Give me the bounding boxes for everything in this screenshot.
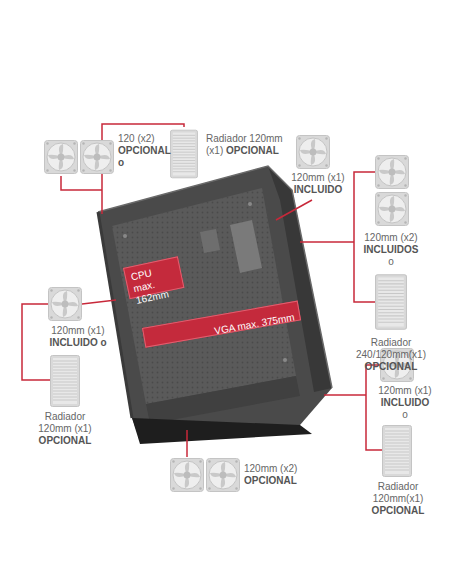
radiator-icon — [170, 130, 197, 178]
callout-text: Radiador 240/120mm(x1)OPCIONAL — [345, 337, 437, 373]
case-frame — [98, 166, 332, 440]
spec-label: INCLUIDO — [381, 397, 429, 408]
psu-shroud — [146, 376, 300, 424]
callout-text: 120mm (x1)INCLUIDO o — [36, 325, 120, 349]
spec-label: 120 (x2) — [118, 133, 155, 144]
spec-label: o — [388, 256, 394, 267]
spec-label: INCLUIDOS — [364, 244, 419, 255]
cutout — [200, 229, 220, 253]
spec-label: OPCIONAL — [39, 435, 92, 446]
screw — [248, 202, 252, 206]
callout-text: Radiador 120mm (x1)OPCIONAL — [34, 411, 96, 447]
fan-icon — [376, 193, 409, 226]
spec-label: o — [118, 157, 124, 168]
case-base — [132, 418, 312, 444]
fan-icon — [297, 136, 330, 169]
spec-label: OPCIONAL — [118, 145, 171, 156]
spec-label: OPCIONAL — [365, 361, 418, 372]
fan-icon — [207, 459, 240, 492]
callout-text: 120mm (x2)INCLUIDOSo — [358, 232, 424, 268]
screw — [123, 234, 127, 238]
case-edge — [98, 212, 132, 418]
fan-icon — [49, 288, 82, 321]
spec-label: 120mm (x1) — [291, 172, 344, 183]
fan-icon — [81, 141, 114, 174]
callout-text: 120 (x2)OPCIONALo — [118, 133, 198, 169]
spec-label: OPCIONAL — [372, 505, 425, 516]
leader-lines — [22, 124, 382, 457]
spec-label: INCLUIDO — [294, 184, 342, 195]
spec-label: Radiador 120mm(x1) — [373, 481, 424, 504]
spec-label: OPCIONAL — [244, 475, 297, 486]
fan-icon — [171, 459, 204, 492]
spec-label: INCLUIDO o — [49, 337, 106, 348]
spec-label: 120mm (x1) — [51, 325, 104, 336]
spec-label: 120mm (x2) — [244, 463, 297, 474]
spec-label: Radiador 120mm (x1) — [38, 411, 91, 434]
callout-text: 120mm (x2)OPCIONAL — [244, 463, 324, 487]
spec-label: 120mm (x1) — [378, 385, 431, 396]
motherboard-tray — [112, 188, 296, 404]
fan-icon — [45, 141, 78, 174]
radiator-icon — [383, 426, 412, 477]
callout-text: Radiador 120mm(x1)OPCIONAL — [366, 481, 430, 517]
screw — [283, 358, 287, 362]
radiator-icon — [376, 275, 407, 329]
spec-label: 120mm (x2) — [364, 232, 417, 243]
front-panel — [268, 166, 332, 392]
spec-label: Radiador 240/120mm(x1) — [356, 337, 426, 360]
spec-label: o — [402, 409, 408, 420]
callout-text: 120mm (x1)INCLUIDOo — [370, 385, 440, 421]
case-edge — [98, 166, 332, 388]
radiator-icon — [51, 356, 80, 407]
callout-text: 120mm (x1)INCLUIDO — [283, 172, 353, 196]
cutout — [230, 220, 262, 273]
spec-label: OPCIONAL — [226, 145, 279, 156]
fan-icon — [376, 156, 409, 189]
callout-text: Radiador 120mm (x1) OPCIONAL — [206, 133, 301, 157]
